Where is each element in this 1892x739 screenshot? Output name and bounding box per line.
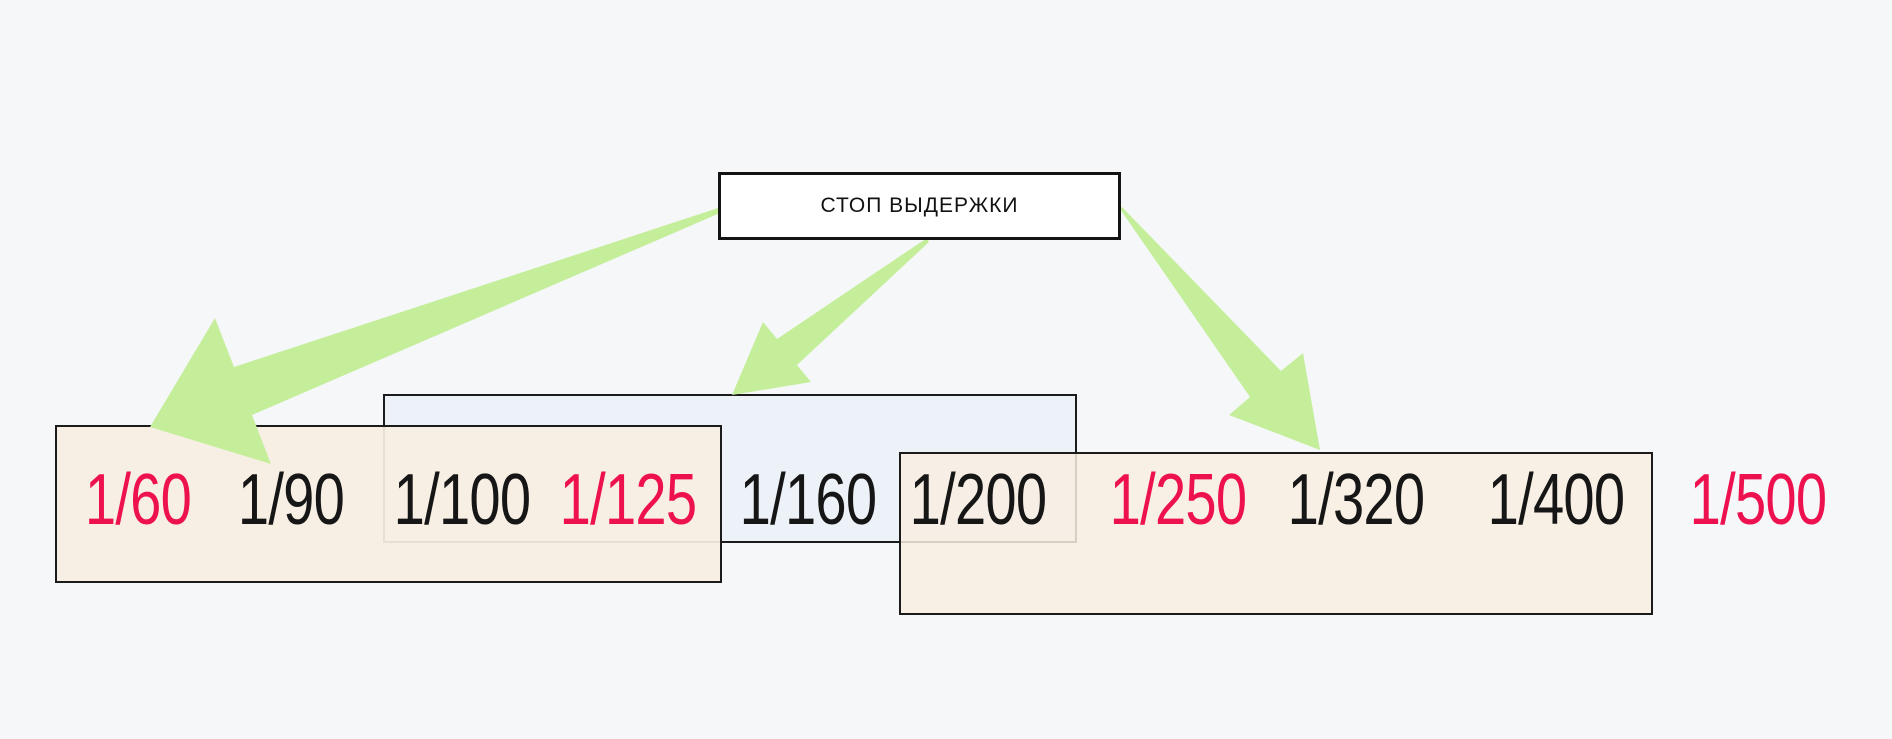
range-box-right <box>899 452 1653 615</box>
arrow-to-middle-group-icon <box>732 238 929 395</box>
range-box-left <box>55 425 722 583</box>
stop-label: 1/500 <box>1689 460 1827 540</box>
arrow-to-right-group-icon <box>1120 207 1320 450</box>
title-text: СТОП ВЫДЕРЖКИ <box>820 194 1019 217</box>
title-box: СТОП ВЫДЕРЖКИ <box>718 172 1121 240</box>
